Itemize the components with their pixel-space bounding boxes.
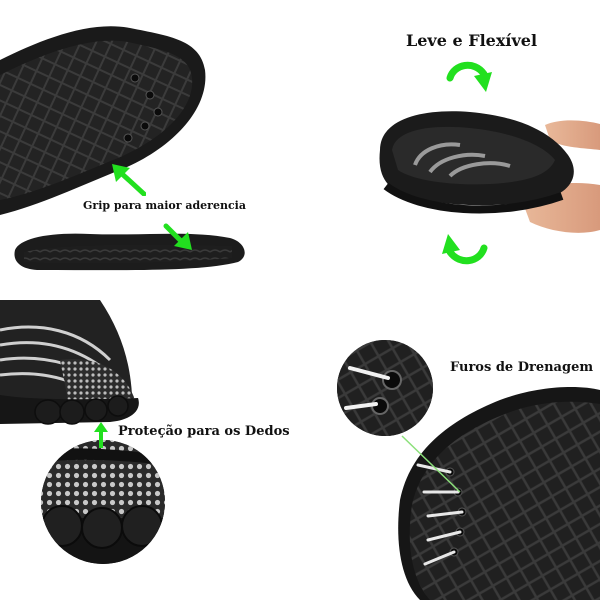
sole-bottom-photo [0,26,245,271]
flexed-shoe-photo [379,111,600,233]
toe-shoe-photo [0,300,165,564]
pointer-arrow-icon [94,422,108,448]
pointer-arrow-icon [163,223,192,250]
drain-caption: Furos de Drenagem [450,360,594,375]
rotate-arrow-icon [442,234,488,265]
flex-caption: Leve e Flexível [406,31,538,50]
pointer-arrow-icon [112,164,146,196]
toe-caption: Proteção para os Dedos [118,424,290,439]
grip-caption: Grip para maior aderencia [83,199,246,212]
grip-panel: Grip para maior aderencia [0,0,300,300]
drain-panel: Furos de Drenagem [300,300,600,600]
rotate-arrow-icon [446,61,492,92]
drainage-sole-photo [337,340,600,600]
flex-panel: Leve e Flexível [300,0,600,300]
toe-panel: Proteção para os Dedos [0,300,300,600]
